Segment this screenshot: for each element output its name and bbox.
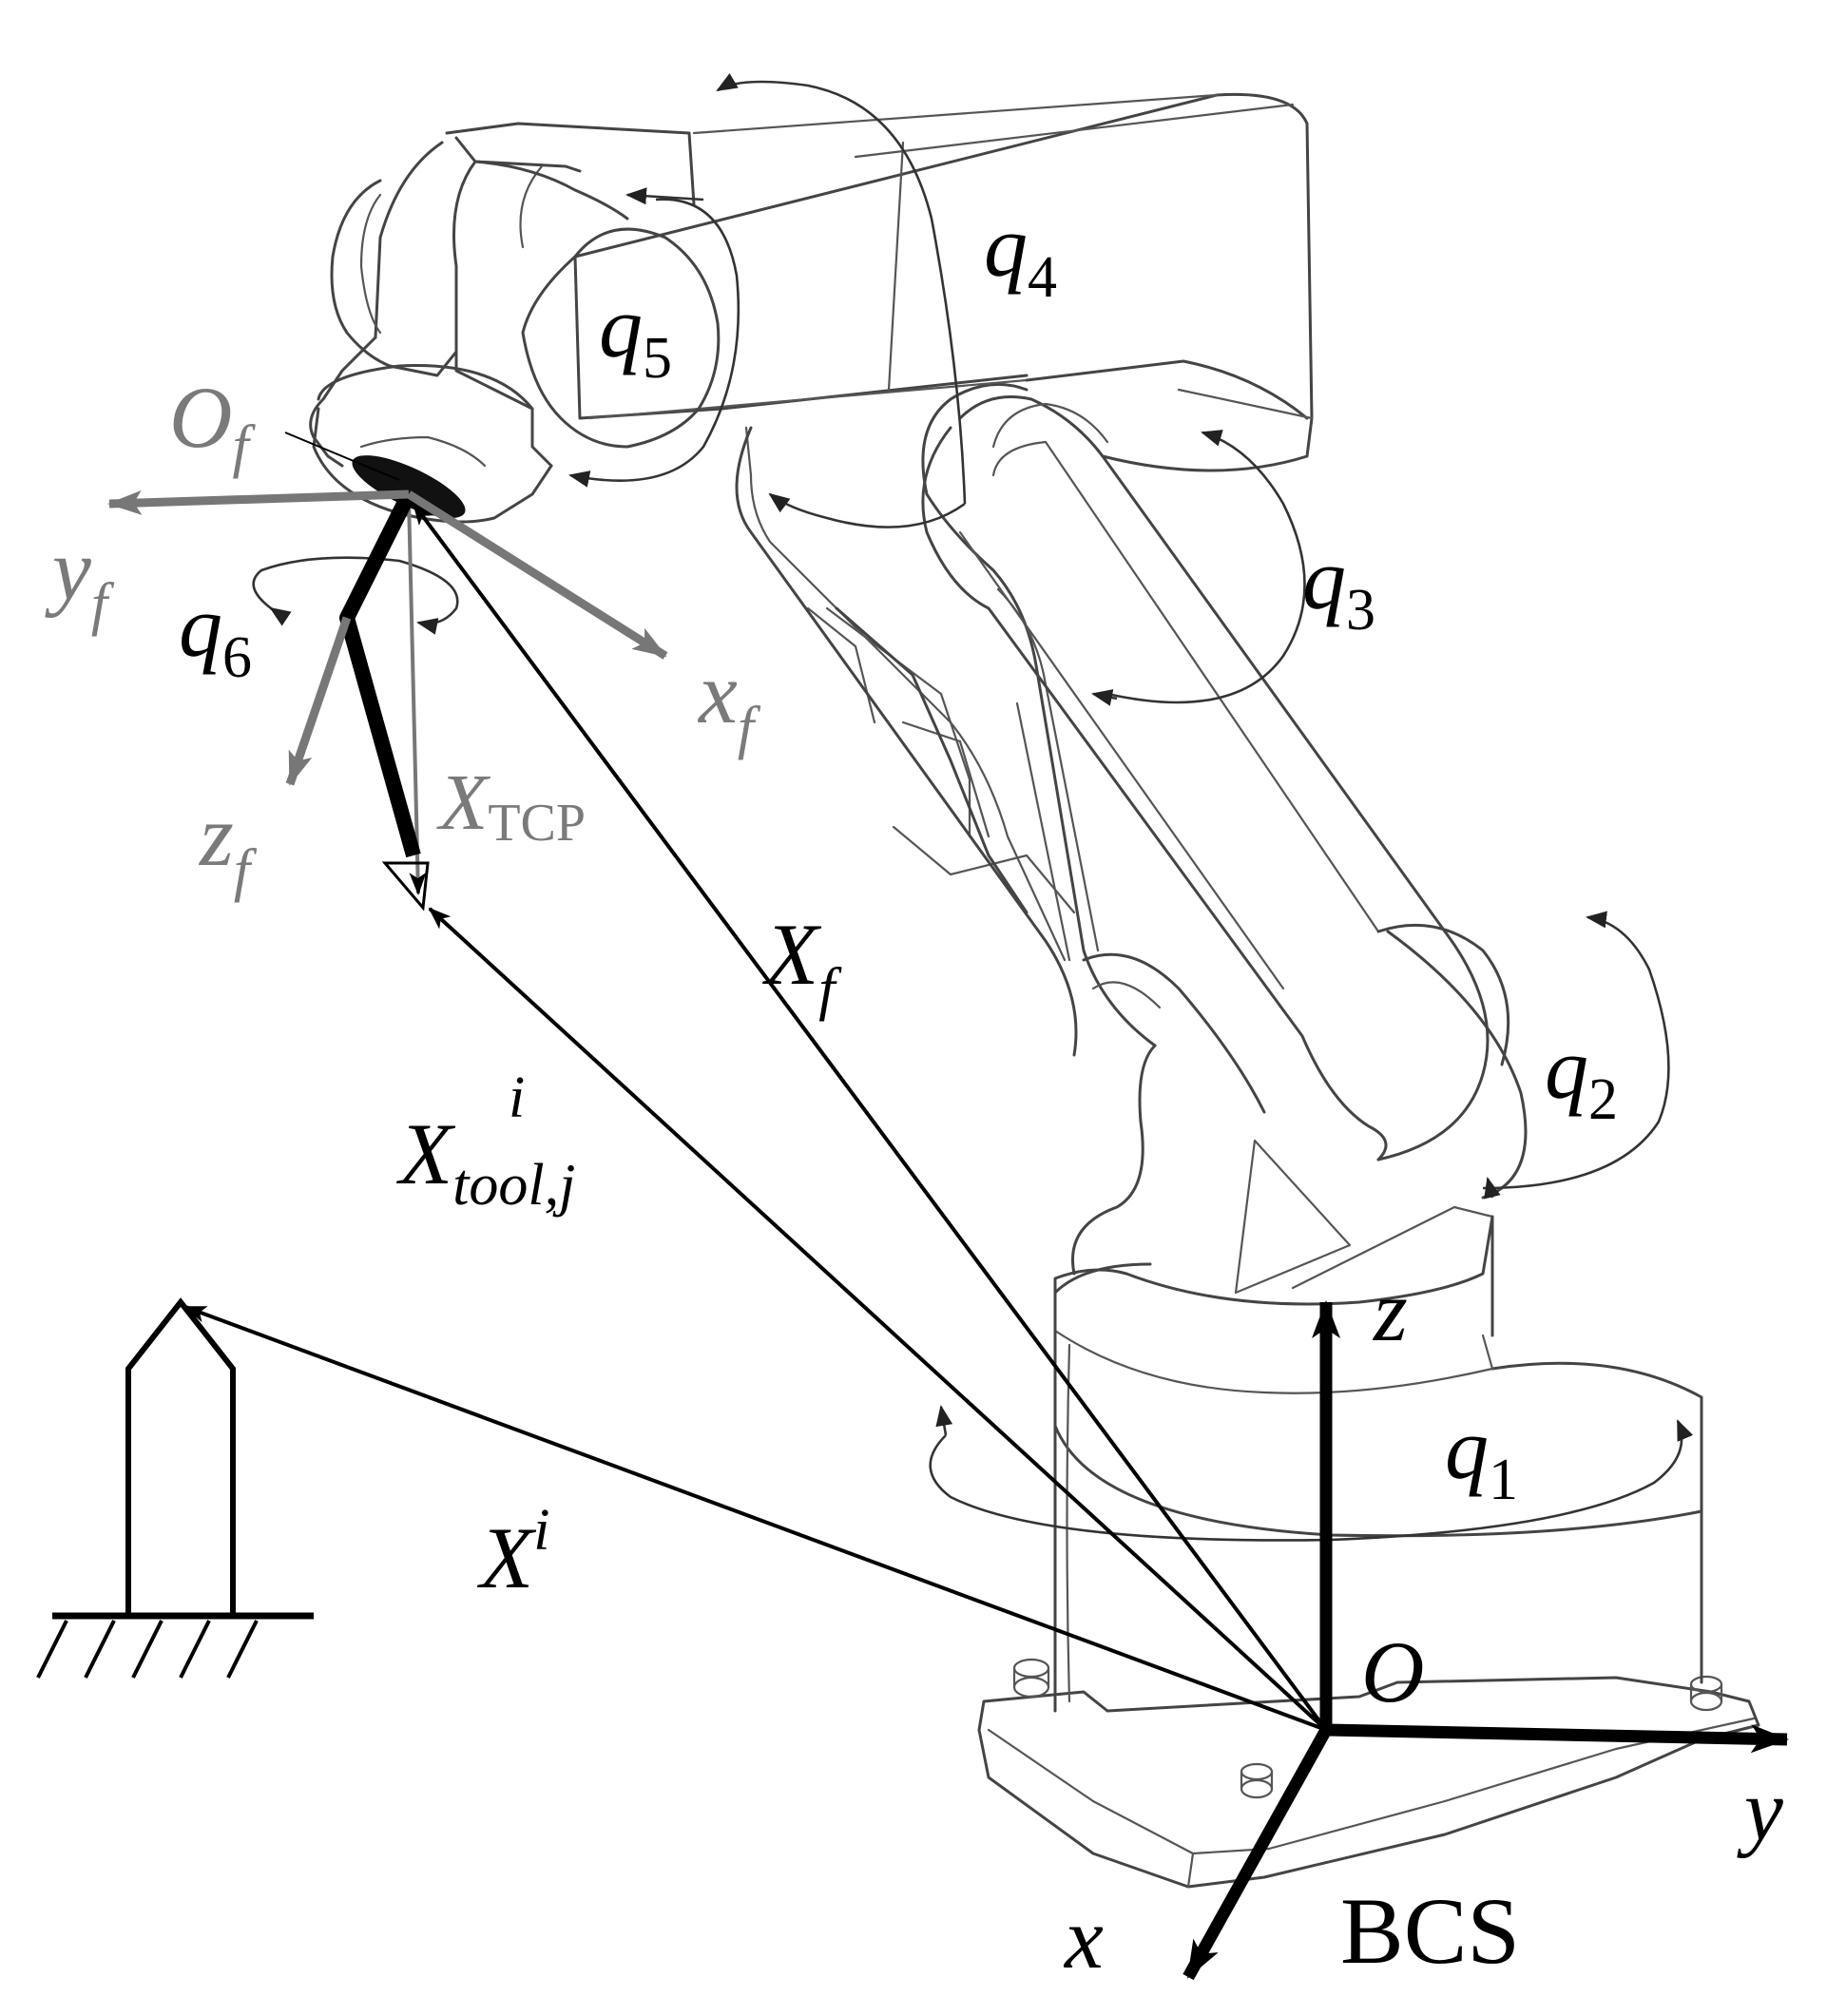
diagram-labels: q1 q2 q3 q4 q5 q6 Of yf xf zf XTCP Xf i … <box>45 198 1783 1987</box>
label-q1: q1 <box>1445 1400 1518 1512</box>
robot-arm-outline <box>309 92 1760 1889</box>
label-xtool-sup: i <box>509 1066 525 1130</box>
label-q3: q3 <box>1302 530 1375 643</box>
label-zf: zf <box>198 787 258 903</box>
label-xf-vector: Xf <box>761 906 842 1022</box>
label-axis-z: z <box>1372 1262 1408 1359</box>
label-axis-x: x <box>1063 1890 1104 1987</box>
position-vectors <box>107 432 1789 1981</box>
label-xtcp: XTCP <box>436 758 586 853</box>
joint-rotation-arrows <box>252 73 1694 1542</box>
label-q5: q5 <box>599 278 672 391</box>
label-q6: q6 <box>179 578 252 690</box>
label-xf: xf <box>697 644 761 760</box>
ground-fixture <box>36 1297 314 1679</box>
label-axis-y: y <box>1737 1761 1783 1858</box>
label-q2: q2 <box>1545 1020 1618 1132</box>
label-yf: yf <box>45 521 115 637</box>
label-xi: Xi <box>476 1498 549 1606</box>
label-bcs: BCS <box>1340 1878 1520 1984</box>
label-of: Of <box>169 369 256 479</box>
label-q4: q4 <box>984 198 1057 310</box>
label-origin-o: O <box>1361 1623 1424 1720</box>
label-xtool: Xtool,j <box>395 1105 575 1218</box>
